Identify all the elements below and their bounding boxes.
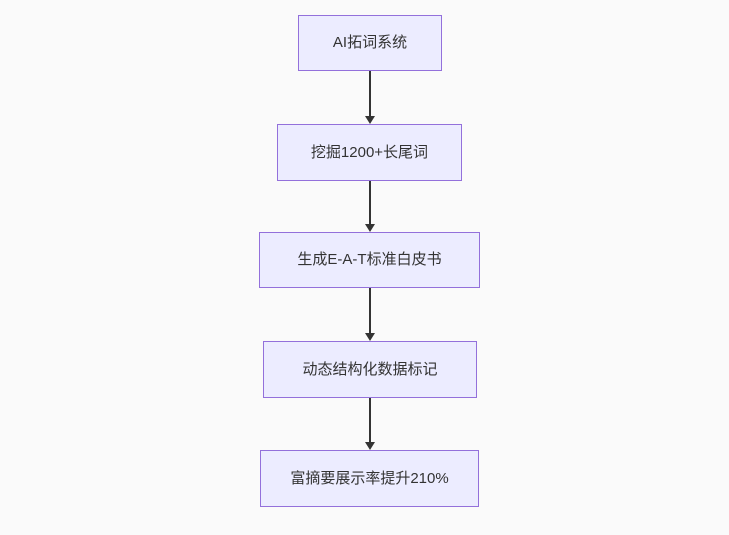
flowchart-node-longtail-keyword-mining: 挖掘1200+长尾词 [277, 124, 462, 181]
arrow-down-2 [365, 181, 375, 232]
flowchart-node-ai-expansion-system: AI拓词系统 [298, 15, 442, 71]
flowchart-node-rich-snippet-result: 富摘要展示率提升210% [260, 450, 479, 507]
flowchart-node-eat-whitepaper: 生成E-A-T标准白皮书 [259, 232, 480, 288]
flowchart-node-structured-data-markup: 动态结构化数据标记 [263, 341, 477, 398]
arrow-down-3 [365, 288, 375, 341]
arrow-down-1 [365, 71, 375, 124]
arrow-down-4 [365, 398, 375, 450]
